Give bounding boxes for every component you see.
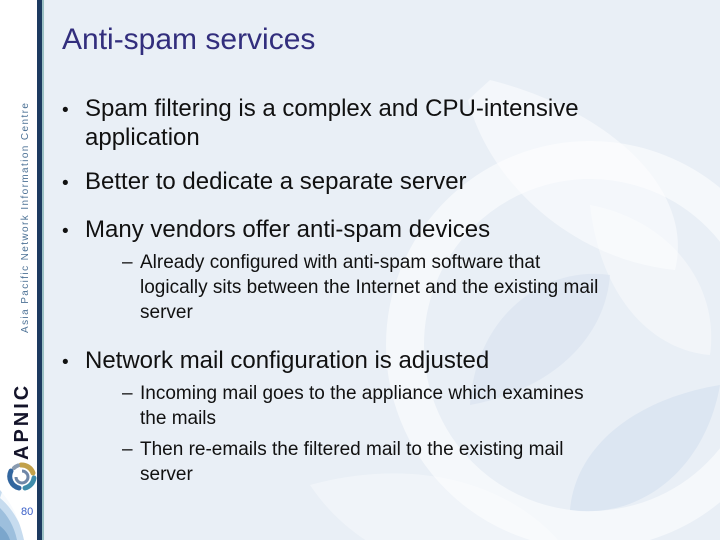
bullet-item: • Spam filtering is a complex and CPU-in…: [62, 94, 710, 152]
org-name-vertical: Asia Pacific Network Information Centre: [20, 101, 31, 333]
corner-swoosh-graphic: [0, 490, 31, 540]
bullet-list: • Spam filtering is a complex and CPU-in…: [62, 94, 710, 487]
bullet-marker: •: [62, 352, 69, 373]
bullet-item: • Many vendors offer anti-spam devices: [62, 215, 710, 246]
sub-bullet-text: Then re-emails the filtered mail to the …: [140, 439, 564, 485]
sub-bullet-text: Incoming mail goes to the appliance whic…: [140, 383, 584, 429]
sidebar: Asia Pacific Network Information Centre …: [0, 0, 37, 540]
bullet-marker: •: [62, 100, 69, 121]
page-number: 80: [21, 506, 34, 518]
bullet-text: Better to dedicate a separate server: [85, 168, 467, 195]
page-title: Anti-spam services: [62, 23, 316, 56]
sub-bullet-item: – Incoming mail goes to the appliance wh…: [122, 381, 710, 431]
sub-bullet-marker: –: [122, 439, 133, 460]
slide-content-area: Anti-spam services • Spam filtering is a…: [44, 0, 720, 540]
sub-bullet-item: – Already configured with anti-spam soft…: [122, 250, 710, 325]
sub-bullet-marker: –: [122, 383, 133, 404]
bullet-text: Network mail configuration is adjusted: [85, 347, 490, 374]
bullet-text: Spam filtering is a complex and CPU-inte…: [85, 95, 579, 151]
apnic-wordmark: APNIC: [11, 382, 33, 460]
bullet-marker: •: [62, 173, 69, 194]
sub-bullet-text: Already configured with anti-spam softwa…: [140, 252, 599, 323]
sub-bullet-item: – Then re-emails the filtered mail to th…: [122, 437, 710, 487]
bullet-text: Many vendors offer anti-spam devices: [85, 216, 491, 243]
slide-body: Anti-spam services • Spam filtering is a…: [44, 0, 720, 487]
watermark-swirl-icon: [310, 80, 720, 540]
bullet-item: • Network mail configuration is adjusted: [62, 346, 710, 377]
apnic-swirl-icon: [7, 462, 37, 491]
bullet-marker: •: [62, 221, 69, 242]
sub-bullet-marker: –: [122, 252, 133, 273]
bullet-item: • Better to dedicate a separate server: [62, 167, 710, 198]
navy-divider-bar: [37, 0, 42, 540]
teal-accent-line: [42, 0, 44, 540]
